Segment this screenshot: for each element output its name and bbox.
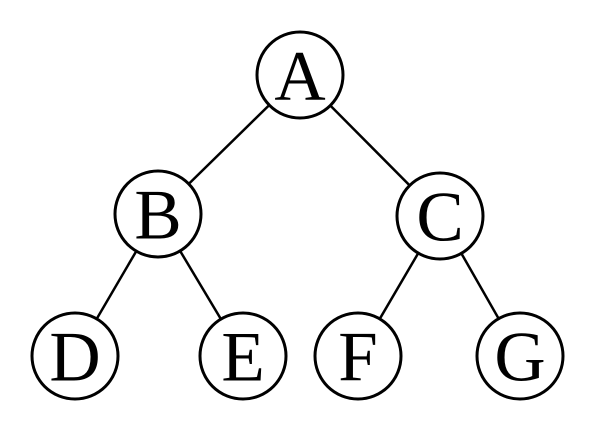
nodes: A B C D E F G xyxy=(30,30,565,401)
node-d: D xyxy=(30,311,120,401)
node-g-circle xyxy=(475,311,565,401)
node-a-label: A xyxy=(274,37,325,115)
node-e: E xyxy=(198,311,288,401)
node-b-label: B xyxy=(134,176,181,254)
node-c-label: C xyxy=(416,178,463,256)
node-d-circle xyxy=(30,311,120,401)
node-f: F xyxy=(313,311,403,401)
node-f-label: F xyxy=(338,318,378,396)
node-b: B xyxy=(113,169,203,259)
node-a-circle xyxy=(255,30,345,120)
node-e-label: E xyxy=(221,318,264,396)
node-c-circle xyxy=(395,171,485,261)
node-a: A xyxy=(255,30,345,120)
node-e-circle xyxy=(198,311,288,401)
node-b-circle xyxy=(113,169,203,259)
node-f-circle xyxy=(313,311,403,401)
node-d-label: D xyxy=(49,318,100,396)
node-c: C xyxy=(395,171,485,261)
node-g-label: G xyxy=(494,318,545,396)
node-g: G xyxy=(475,311,565,401)
